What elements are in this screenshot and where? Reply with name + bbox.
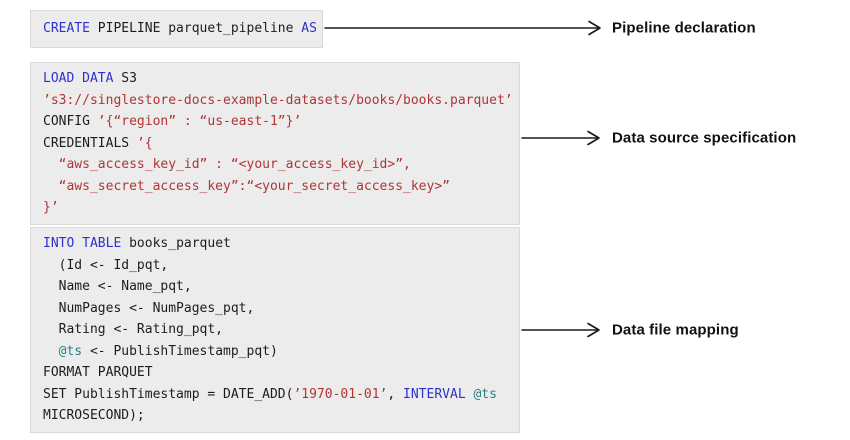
annotation-data-source-specification: Data source specification	[612, 129, 797, 147]
right-arrow-icon	[324, 20, 601, 36]
code-line: SET PublishTimestamp = DATE_ADD(’1970-01…	[43, 384, 513, 406]
code-token-str: }’	[43, 200, 59, 215]
code-line: “aws_access_key_id” : “<your_access_key_…	[43, 154, 513, 176]
code-line: INTO TABLE books_parquet	[43, 233, 513, 255]
code-line: Rating <- Rating_pqt,	[43, 319, 513, 341]
code-token-var: @ts	[58, 343, 83, 359]
code-token-kw: LOAD DATA	[43, 71, 114, 86]
code-token-kw: INTERVAL	[403, 386, 466, 402]
code-line: LOAD DATA S3	[43, 68, 513, 90]
code-token-plain: (Id <- Id_pqt,	[43, 257, 169, 273]
code-token-str: ’1970-01-01’	[293, 386, 388, 402]
code-line: FORMAT PARQUET	[43, 362, 513, 384]
code-line: CREDENTIALS ’{	[43, 133, 513, 155]
code-line: “aws_secret_access_key”:“<your_secret_ac…	[43, 176, 513, 198]
code-token-plain: NumPages <- NumPages_pqt,	[43, 300, 255, 316]
code-token-plain: books_parquet	[121, 236, 231, 251]
code-token-str: ’{“region” : “us-east-1”}’	[97, 114, 302, 129]
code-token-plain: Rating <- Rating_pqt,	[43, 322, 224, 337]
code-block-pipeline-declaration: CREATE PIPELINE parquet_pipeline AS	[30, 10, 323, 48]
code-line: CREATE PIPELINE parquet_pipeline AS	[43, 18, 317, 40]
code-line: }’	[43, 197, 513, 219]
code-token-plain: ,	[387, 386, 404, 402]
code-token-plain: S3	[113, 71, 137, 86]
code-token-plain: CREDENTIALS	[43, 135, 137, 151]
code-token-str: “aws_secret_access_key”:“<your_secret_ac…	[43, 178, 450, 194]
code-token-plain: <- PublishTimestamp_pqt)	[82, 343, 278, 359]
annotation-pipeline-declaration: Pipeline declaration	[612, 19, 756, 37]
code-line: (Id <- Id_pqt,	[43, 255, 513, 277]
code-token-plain: PIPELINE parquet_pipeline	[89, 21, 302, 36]
code-line: CONFIG ’{“region” : “us-east-1”}’	[43, 111, 513, 133]
code-token-plain: CONFIG	[43, 114, 98, 129]
code-line: Name <- Name_pqt,	[43, 276, 513, 298]
code-token-var: @ts	[473, 386, 497, 402]
code-token-plain	[43, 344, 59, 359]
code-token-str: “aws_access_key_id” : “<your_access_key_…	[43, 157, 411, 172]
code-block-data-source-specification: LOAD DATA S3 ’s3://singlestore-docs-examp…	[30, 62, 520, 225]
code-token-kw: AS	[301, 21, 317, 36]
code-token-str: ’s3://singlestore-docs-example-datasets/…	[43, 92, 513, 108]
right-arrow-icon	[521, 130, 600, 146]
code-token-plain: FORMAT PARQUET	[43, 365, 153, 380]
code-token-kw: INTO TABLE	[43, 236, 122, 251]
code-line: ’s3://singlestore-docs-example-datasets/…	[43, 90, 513, 112]
code-line: @ts <- PublishTimestamp_pqt)	[43, 341, 513, 363]
code-token-plain: Name <- Name_pqt,	[43, 279, 192, 294]
code-token-kw: CREATE	[43, 21, 90, 36]
code-block-data-file-mapping: INTO TABLE books_parquet (Id <- Id_pqt, …	[30, 227, 520, 433]
code-token-plain: MICROSECOND);	[43, 408, 145, 423]
code-line: MICROSECOND);	[43, 405, 513, 427]
right-arrow-icon	[521, 322, 600, 338]
annotation-data-file-mapping: Data file mapping	[612, 321, 739, 339]
code-token-plain: SET PublishTimestamp = DATE_ADD(	[43, 386, 294, 402]
code-token-str: ’{	[136, 135, 153, 151]
code-line: NumPages <- NumPages_pqt,	[43, 298, 513, 320]
